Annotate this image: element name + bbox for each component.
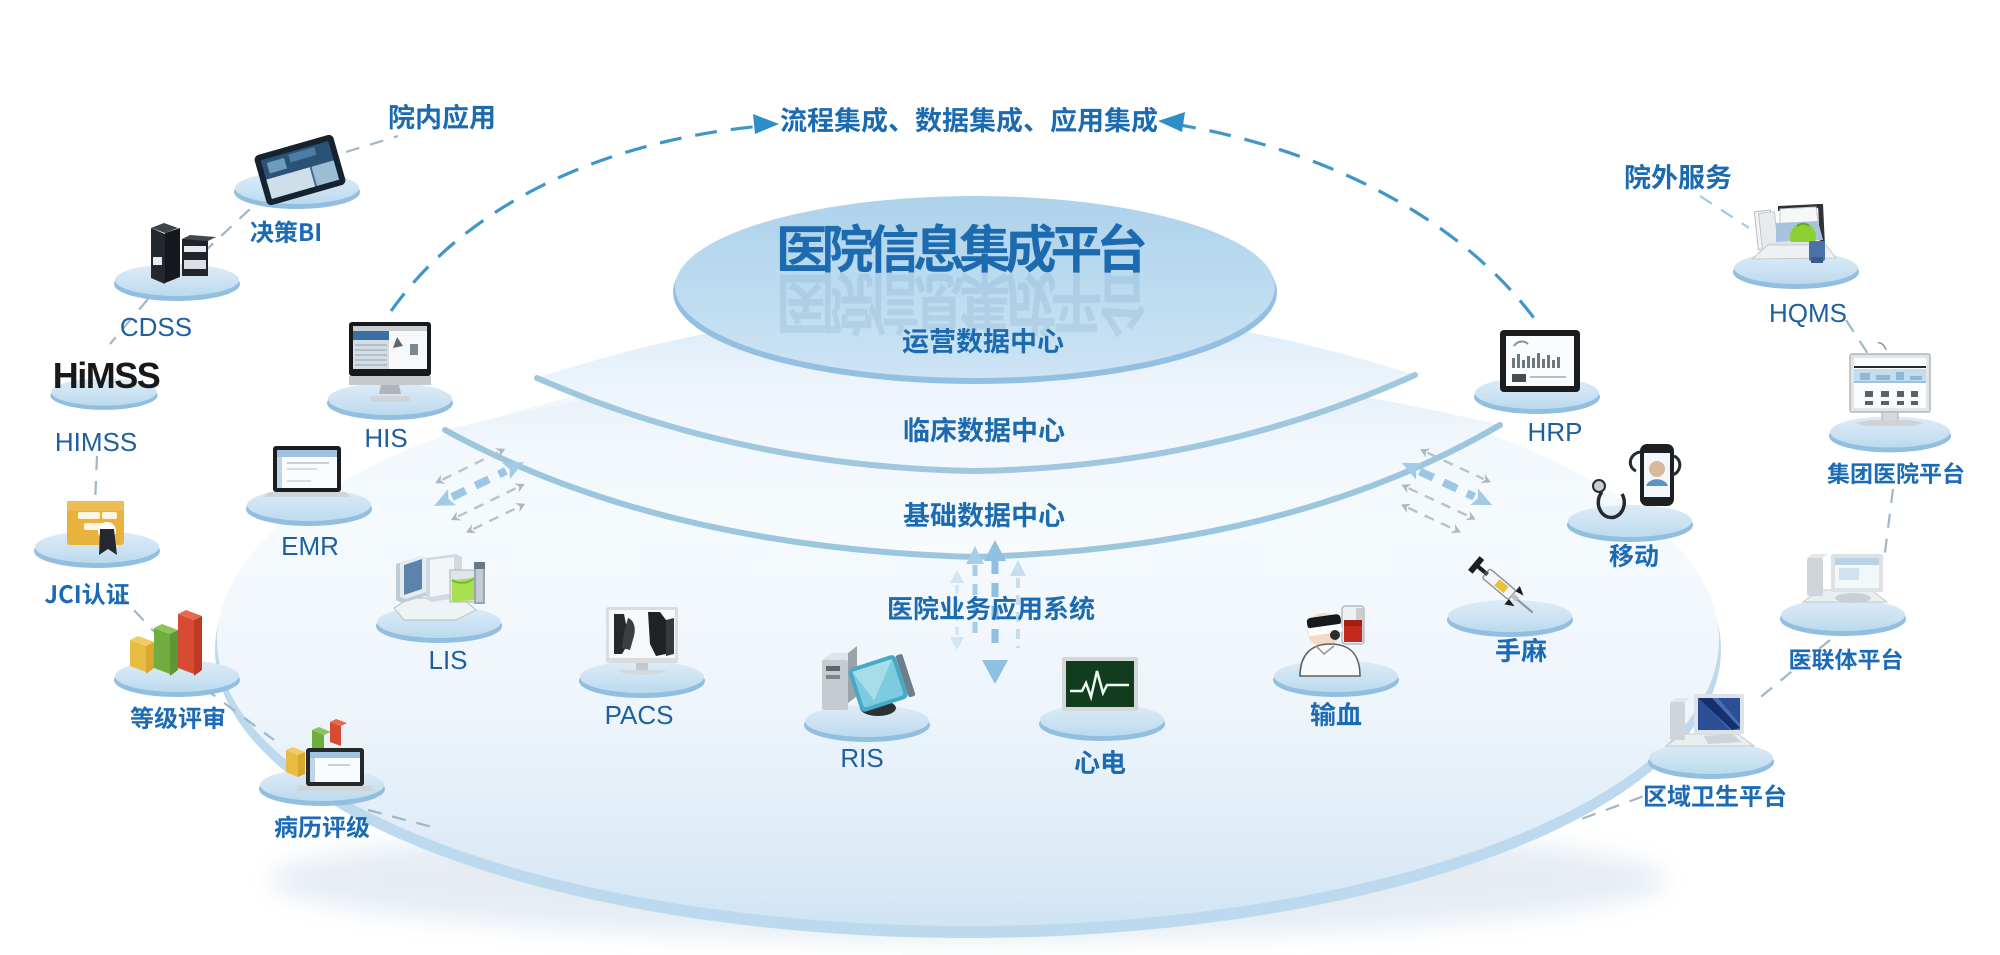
svg-text:HRP: HRP [1528, 417, 1583, 447]
svg-text:HIS: HIS [364, 423, 407, 453]
svg-text:LIS: LIS [428, 645, 467, 675]
svg-text:HIMSS: HIMSS [55, 427, 137, 457]
svg-text:EMR: EMR [281, 531, 339, 561]
svg-text:PACS: PACS [605, 700, 674, 730]
svg-text:HiMSS: HiMSS [53, 355, 160, 396]
svg-text:RIS: RIS [840, 743, 883, 773]
svg-text:HQMS: HQMS [1769, 298, 1847, 328]
svg-text:CDSS: CDSS [120, 312, 192, 342]
